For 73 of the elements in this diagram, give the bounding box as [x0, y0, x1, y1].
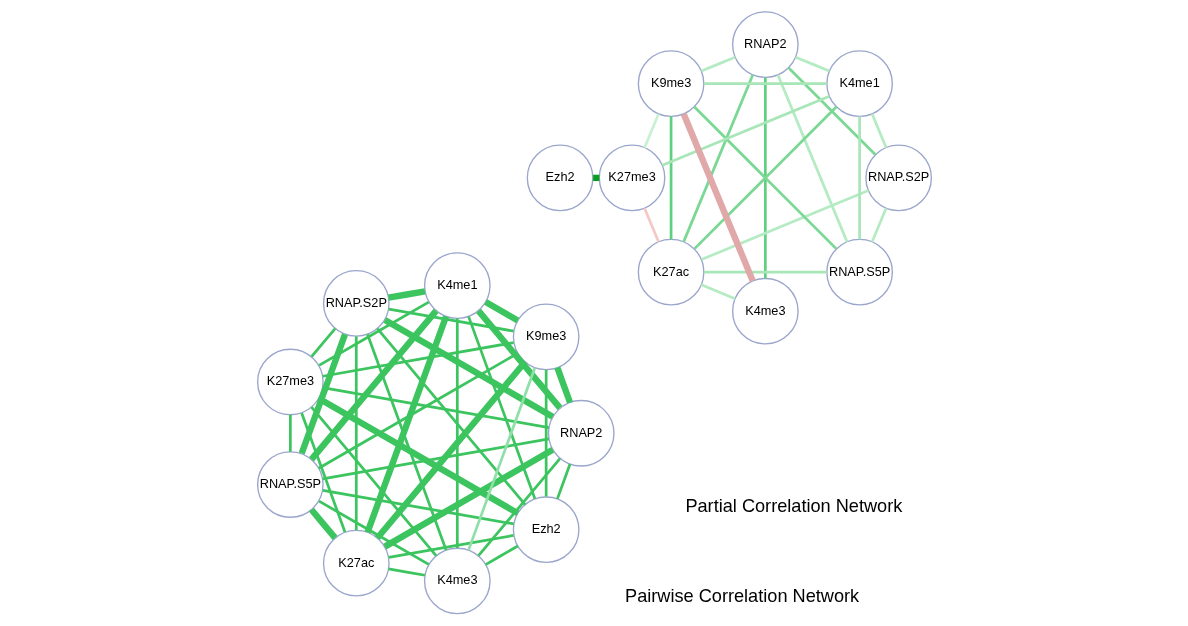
connector — [322, 437, 549, 481]
connector — [288, 414, 292, 452]
connector — [309, 406, 437, 557]
node-circle: Ezh2 — [512, 496, 580, 564]
connector — [544, 369, 547, 497]
connector — [322, 341, 514, 378]
connector — [870, 113, 887, 149]
connector — [375, 327, 526, 506]
label: Pairwise Correlation Network — [624, 586, 859, 607]
connector — [466, 316, 536, 500]
connector — [703, 82, 827, 85]
node-circle: K27ac — [637, 238, 704, 306]
node-circle: RNAP.S5P — [256, 451, 324, 518]
connector — [364, 315, 449, 534]
connector — [388, 307, 514, 333]
connector — [308, 507, 337, 540]
connector — [317, 352, 518, 470]
node-circle: K27me3 — [598, 144, 665, 212]
connector — [661, 94, 830, 167]
connector — [298, 333, 348, 455]
node-circle: RNAP.S5P — [825, 238, 893, 306]
node-circle: K4me1 — [423, 252, 491, 319]
connector — [680, 112, 756, 283]
connector — [555, 463, 571, 500]
connector — [700, 283, 736, 300]
connector — [317, 300, 429, 367]
node-circle: K27me3 — [256, 348, 324, 416]
connector — [387, 567, 425, 577]
connector — [592, 174, 599, 182]
connector — [776, 74, 848, 243]
connector — [374, 360, 527, 541]
connector — [642, 113, 660, 149]
connector — [317, 499, 429, 566]
connector — [475, 308, 562, 410]
node-circle: Ezh2 — [526, 144, 593, 212]
connector — [870, 207, 887, 243]
node-circle: K4me3 — [731, 277, 799, 345]
connector — [455, 318, 459, 549]
connector — [787, 66, 876, 156]
connector — [700, 189, 869, 261]
connector — [299, 412, 346, 533]
node-circle: RNAP2 — [731, 11, 799, 78]
connector — [763, 77, 767, 279]
connector — [365, 333, 447, 551]
connector — [466, 367, 536, 551]
node-circle: K9me3 — [512, 303, 580, 371]
node-circle: RNAP.S2P — [322, 270, 390, 337]
node-circle: K9me3 — [637, 50, 704, 118]
connector — [388, 534, 514, 559]
connector — [310, 327, 336, 358]
connector — [681, 74, 754, 243]
connector — [703, 270, 827, 274]
connector — [484, 544, 518, 566]
connector — [553, 366, 573, 404]
connector — [354, 336, 358, 531]
connector — [700, 55, 736, 73]
connector — [857, 116, 861, 240]
connector — [669, 116, 672, 240]
node-circle: K27ac — [322, 529, 390, 597]
node-circle: RNAP2 — [547, 399, 615, 467]
label: Partial Correlation Network — [684, 496, 902, 517]
connector — [477, 457, 561, 557]
connector — [382, 446, 554, 550]
connector — [483, 299, 519, 324]
connector — [794, 55, 830, 73]
connector — [382, 317, 554, 420]
connector — [642, 207, 660, 243]
connector — [322, 488, 514, 526]
connector — [387, 288, 426, 301]
connector — [308, 308, 438, 462]
node-circle: K4me1 — [825, 50, 893, 118]
node-circle: RNAP.S2P — [864, 144, 932, 212]
node-circle: K4me3 — [423, 547, 491, 615]
